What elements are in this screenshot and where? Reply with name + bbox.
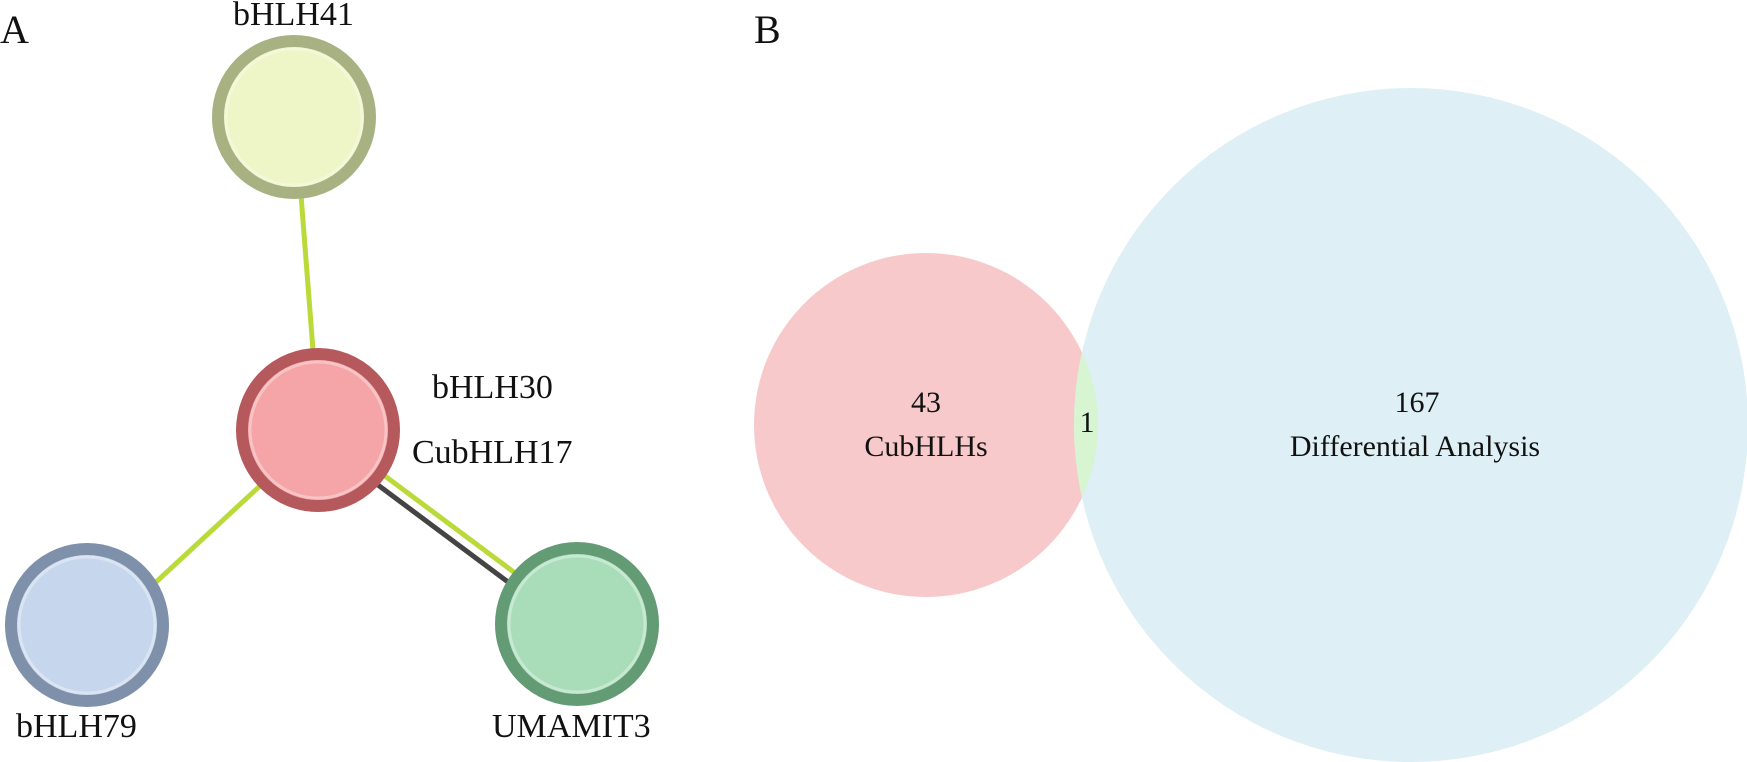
edge-umamit3-center-textmining [383,473,517,576]
node-umamit3-highlight [507,554,647,694]
venn-set-cubhlhs[interactable] [754,253,1098,597]
venn-overlap-count: 1 [1080,406,1095,439]
node-bhlh41-highlight [224,47,364,187]
venn-diagram: 43 CubHLHs 1 167 Differential Analysis [754,88,1747,762]
node-bhlh41-circle [212,35,376,199]
node-label-cubhlh17: CubHLH17 [412,434,573,471]
node-center-highlight [248,360,388,500]
edge-bhlh41-center [298,194,316,351]
venn-left-name: CubHLHs [864,430,987,463]
edge-bhlh79-center [153,482,264,585]
venn-right-name: Differential Analysis [1290,430,1540,463]
panel-b: B 43 CubHLHs 1 167 Differential Analysis [754,7,1747,762]
venn-set-differential-analysis[interactable] [1074,88,1747,762]
node-bhlh79[interactable] [5,543,169,707]
node-label-umamit3: UMAMIT3 [492,708,651,745]
network-edges [153,194,517,585]
venn-left-count: 43 [911,386,941,419]
node-bhlh79-circle [5,543,169,707]
node-bhlh30-cubhlh17[interactable] [236,348,400,512]
edge-umamit3-center-coexpression [376,482,510,585]
panel-b-label: B [754,7,781,52]
node-bhlh79-highlight [17,555,157,695]
node-umamit3[interactable] [495,542,659,706]
node-bhlh41[interactable] [212,35,376,199]
node-label-bhlh30: bHLH30 [432,369,553,406]
panel-a: A bHLH41 bHLH30 CubHLH17 bHLH79 [0,0,659,745]
venn-right-count: 167 [1395,386,1440,419]
node-umamit3-circle [495,542,659,706]
node-label-bhlh41: bHLH41 [233,0,354,33]
node-center-circle [236,348,400,512]
panel-a-label: A [0,7,29,52]
node-label-bhlh79: bHLH79 [16,708,137,745]
